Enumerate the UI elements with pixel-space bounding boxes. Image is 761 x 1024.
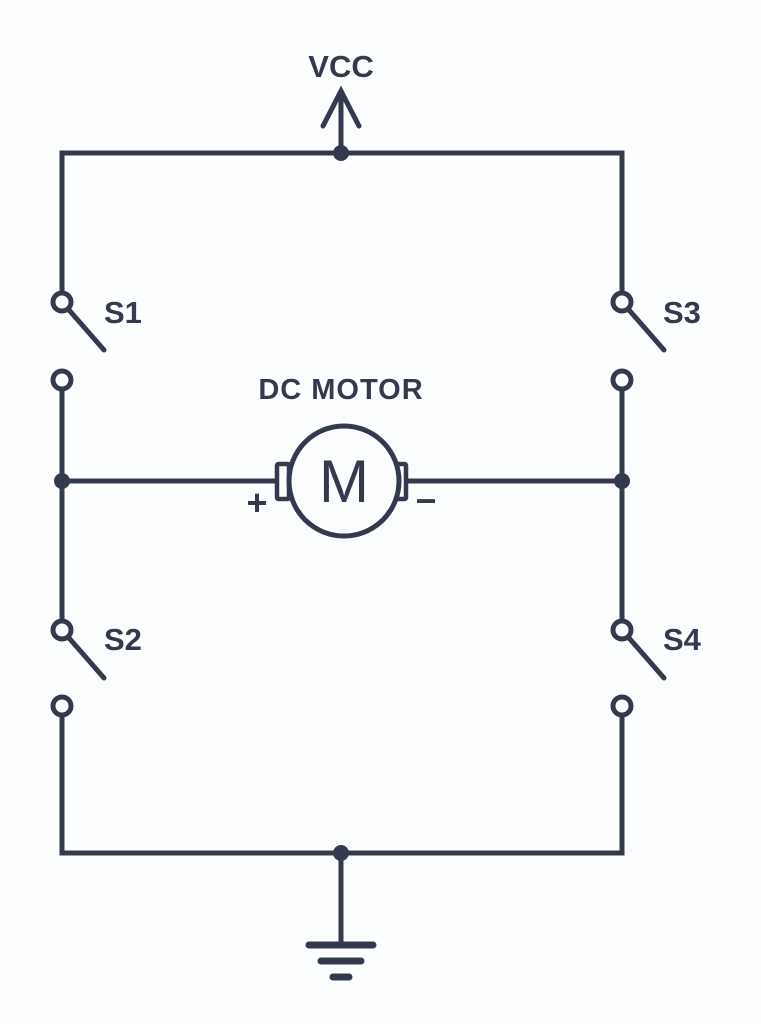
top-rail-wire: [59, 150, 625, 296]
switch-s3-bottom-terminal: [610, 368, 634, 392]
vcc-arrow-icon: [320, 85, 362, 129]
switch-s2-bottom-terminal: [50, 694, 74, 718]
switch-s1-top-terminal: [50, 290, 74, 314]
junction-dot-right: [614, 473, 630, 489]
dc-motor: DC MOTOR M + −: [246, 374, 437, 539]
ground-symbol: [305, 850, 377, 981]
switch-s3-lever: [626, 307, 667, 353]
negative-terminal-sign: −: [415, 480, 436, 521]
vcc-label: VCC: [308, 49, 373, 84]
switch-s4-lever: [626, 635, 667, 681]
switch-s1-label: S1: [104, 295, 142, 330]
switch-s3-label: S3: [663, 295, 701, 330]
switch-s4-top-terminal: [610, 618, 634, 642]
switch-s1: S1: [50, 290, 142, 392]
switch-s2-label: S2: [104, 622, 142, 657]
bottom-rail-wire: [59, 712, 625, 856]
junction-dot-left: [54, 473, 70, 489]
motor-symbol: M: [319, 448, 369, 515]
switch-s3-top-terminal: [610, 290, 634, 314]
vcc-supply: VCC: [308, 49, 374, 153]
dc-motor-title: DC MOTOR: [258, 374, 423, 406]
switch-s2-top-terminal: [50, 618, 74, 642]
switch-s4-bottom-terminal: [610, 694, 634, 718]
positive-terminal-sign: +: [246, 482, 267, 523]
switch-s4: S4: [610, 618, 702, 718]
junction-dot-vcc: [333, 145, 349, 161]
switch-s4-label: S4: [663, 622, 702, 657]
switch-s3: S3: [610, 290, 701, 392]
switch-s2-lever: [66, 635, 107, 681]
switch-s2: S2: [50, 618, 142, 718]
junction-dot-ground: [333, 845, 349, 861]
switch-s1-bottom-terminal: [50, 368, 74, 392]
switch-s1-lever: [66, 307, 107, 353]
motor-body-circle: [286, 423, 402, 539]
